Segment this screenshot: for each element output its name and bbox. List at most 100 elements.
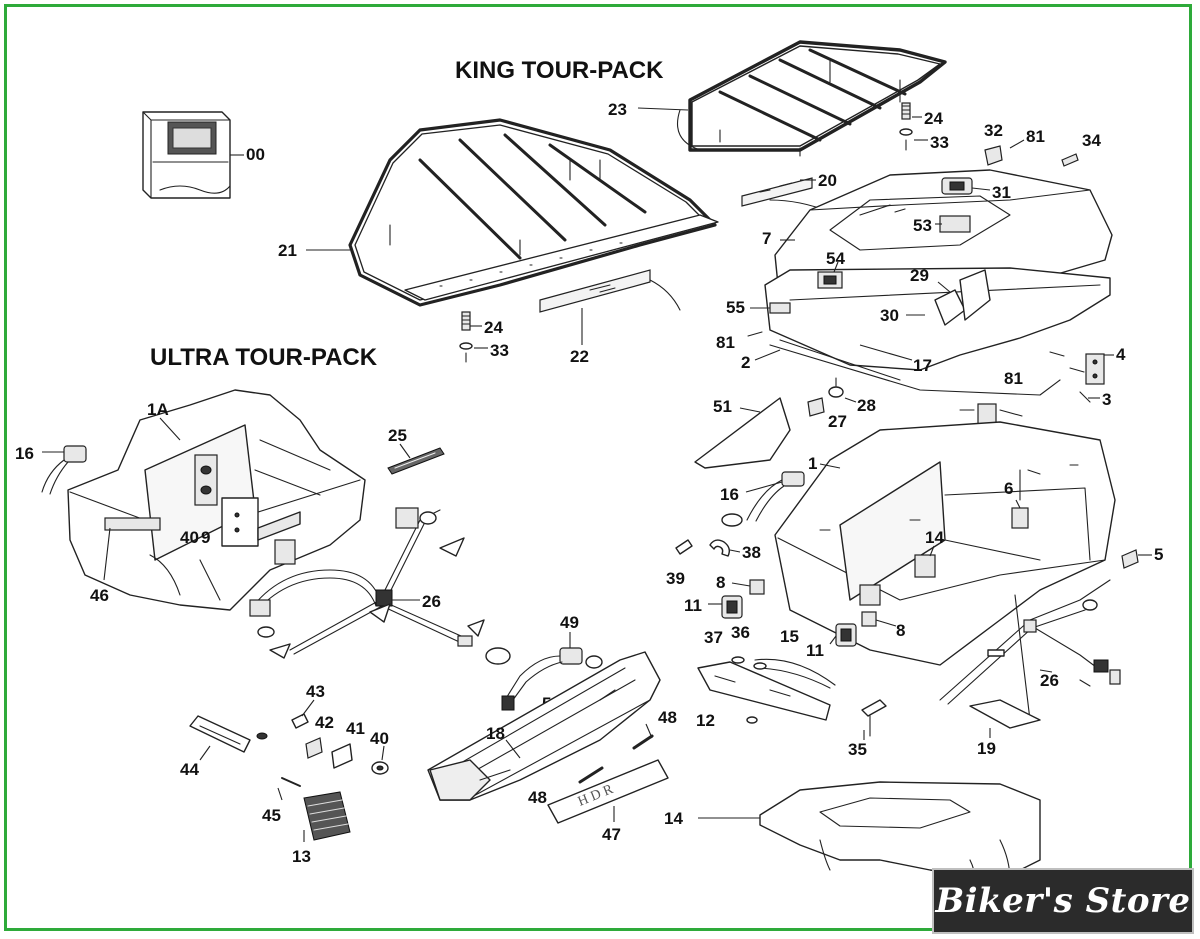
leader-29 [937, 281, 951, 293]
part-24-spring-lower [459, 311, 473, 363]
callout-48-lower: 48 [528, 788, 547, 807]
part-14-base-plate [759, 781, 1041, 881]
callout-4: 4 [1116, 345, 1126, 364]
leader-17 [859, 344, 913, 361]
callout-47: 47 [602, 825, 621, 844]
callout-19: 19 [977, 739, 996, 758]
callout-81-top: 81 [1026, 127, 1045, 146]
callout-23: 23 [608, 100, 627, 119]
part-51-liner [694, 397, 791, 469]
callout-26-right: 26 [1040, 671, 1059, 690]
callout-13: 13 [292, 847, 311, 866]
part-48-bolts [578, 734, 654, 784]
part-9-hinge [959, 403, 1023, 425]
part-54-lock [817, 271, 843, 289]
callout-30: 30 [880, 306, 899, 325]
part-45-pin [281, 777, 301, 787]
part-43-bracket [291, 713, 309, 729]
callout-00: 00 [246, 145, 265, 164]
callout-26-left: 26 [422, 592, 441, 611]
part-6-bracket [1011, 469, 1041, 529]
leader-45 [277, 787, 283, 801]
part-1a-ultra-case-body [67, 389, 366, 611]
part-18-light-bar [427, 651, 661, 801]
callout-36: 36 [731, 623, 750, 642]
washer-icon [746, 716, 758, 724]
callout-1a: 1A [147, 400, 169, 419]
callout-21: 21 [278, 241, 297, 260]
callout-15: 15 [780, 627, 799, 646]
part-40-grommet [371, 761, 389, 775]
ultra-tour-pack-heading: ULTRA TOUR-PACK [150, 344, 378, 371]
callout-25: 25 [388, 426, 407, 445]
part-32-plate [984, 145, 1003, 166]
leader-51 [739, 407, 761, 413]
leader-8-left [731, 582, 751, 587]
leader-23 [637, 107, 689, 111]
callout-27: 27 [828, 412, 847, 431]
leader-16-right [745, 481, 783, 493]
part-25-strip [387, 447, 445, 475]
callout-7: 7 [762, 229, 771, 248]
part-19-plate [969, 699, 1041, 729]
leader-2 [754, 349, 781, 361]
callout-31: 31 [992, 183, 1011, 202]
part-16-connector-left [41, 445, 87, 495]
callout-8-right: 8 [896, 621, 905, 640]
bikers-store-label: Biker's Store [935, 881, 1191, 921]
callout-16-right: 16 [720, 485, 739, 504]
part-13-reflector [303, 791, 351, 841]
leader-81-top [1009, 139, 1025, 149]
bikers-store-logo: Biker's Store [932, 868, 1194, 934]
leader-11-right [829, 635, 837, 645]
callout-41: 41 [346, 719, 365, 738]
part-31-latch [941, 177, 973, 195]
part-12-trim [697, 661, 831, 721]
part-00-kit-box [142, 111, 231, 199]
leader-14-small [929, 545, 935, 557]
callout-14-large: 14 [664, 809, 683, 828]
callout-12: 12 [696, 711, 715, 730]
leader-28 [844, 397, 857, 403]
callout-54: 54 [826, 249, 845, 268]
callout-24-upper: 24 [924, 109, 943, 128]
part-22-strip [539, 269, 681, 313]
callout-40: 40 [370, 729, 389, 748]
callout-48-upper: 48 [658, 708, 677, 727]
callout-14-small: 14 [925, 528, 944, 547]
callout-53: 53 [913, 216, 932, 235]
part-1-case-body [774, 421, 1116, 666]
leader-1 [819, 463, 841, 469]
part-42-clip [305, 737, 323, 759]
leader-6 [1015, 499, 1021, 509]
part-55-bracket [769, 302, 791, 314]
leader-43 [301, 699, 315, 717]
part-21-large-rack [348, 118, 719, 307]
callout-34: 34 [1082, 131, 1101, 150]
king-tour-pack-heading: KING TOUR-PACK [455, 57, 664, 84]
diagram-frame [4, 4, 1192, 931]
callout-11-right: 11 [806, 641, 824, 660]
leader-40 [381, 745, 385, 761]
callout-46: 46 [90, 586, 109, 605]
callout-33-upper: 33 [930, 133, 949, 152]
callout-5: 5 [1154, 545, 1163, 564]
callout-8-left: 8 [716, 573, 725, 592]
callout-17: 17 [913, 356, 932, 375]
callout-3: 3 [1102, 390, 1111, 409]
part-26-harness-left [249, 507, 511, 665]
leader-18 [505, 739, 521, 759]
callout-20: 20 [818, 171, 837, 190]
callout-11-left: 11 [684, 596, 702, 615]
callout-16-left: 16 [15, 444, 34, 463]
part-27-28-bumper [807, 377, 844, 417]
callout-37: 37 [704, 628, 723, 647]
part-81-screw-left [747, 331, 763, 337]
leader-54 [833, 261, 839, 273]
leader-48-upper [645, 723, 653, 739]
callout-22: 22 [570, 347, 589, 366]
leader-38 [729, 549, 741, 553]
part-41-clip [331, 743, 353, 769]
part-23-luggage-rack [676, 40, 947, 157]
part-47-plate: H D R [547, 759, 669, 824]
